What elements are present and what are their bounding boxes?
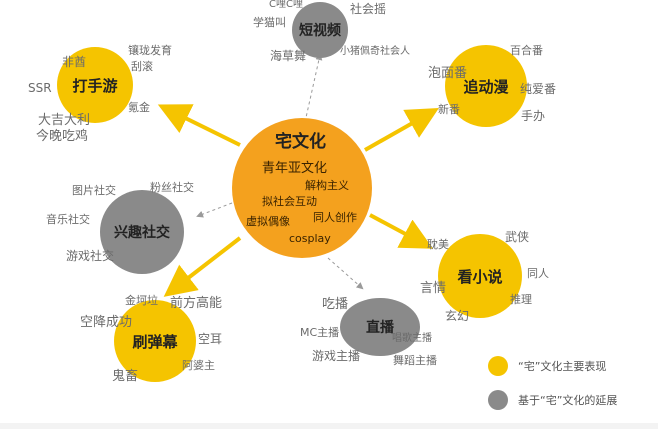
keyword: 粉丝社交 (150, 181, 194, 194)
arrow-to-duanshipin (304, 53, 323, 123)
node-kanxiaoshuo: 看小说 (438, 234, 522, 318)
keyword: 镶珑发育 (128, 44, 172, 57)
center-item: 解构主义 (305, 179, 349, 192)
keyword: 游戏主播 (312, 349, 361, 363)
node-label: 看小说 (457, 267, 503, 286)
node-label: 追动漫 (463, 77, 509, 96)
keyword: C哩C哩 (269, 0, 303, 10)
keyword: 阿婆主 (182, 359, 215, 372)
legend-swatch-extension (488, 390, 508, 410)
keyword: 空降成功 (80, 315, 133, 330)
center-item: cosplay (289, 232, 331, 245)
keyword: 武侠 (505, 230, 530, 244)
keyword: 今晚吃鸡 (36, 129, 89, 144)
node-label: 刷弹幕 (132, 332, 178, 351)
center-item: 青年亚文化 (262, 161, 328, 176)
keyword: 言情 (420, 281, 447, 296)
node-label: 直播 (366, 320, 394, 336)
keyword: 唱歌主播 (392, 333, 432, 344)
node-zhuidongman: 追动漫 (445, 45, 527, 127)
keyword: SSR (28, 81, 52, 95)
keyword: 氪金 (128, 101, 150, 114)
keyword: 社会摇 (350, 2, 387, 16)
keyword: 新番 (438, 103, 460, 116)
bottom-divider (0, 423, 658, 429)
keyword: 前方高能 (170, 296, 223, 311)
keyword: 纯爱番 (520, 82, 557, 96)
keyword: 吃播 (322, 297, 349, 312)
center-node (232, 118, 372, 258)
node-label: 打手游 (72, 76, 118, 95)
keyword: 图片社交 (72, 184, 116, 197)
keyword: 刮滚 (131, 60, 153, 73)
keyword: 百合番 (510, 44, 543, 57)
center-item: 虚拟偶像 (246, 215, 290, 228)
arrow-to-dashouyou (157, 104, 241, 147)
legend-label-extension: 基于“宅”文化的延展 (518, 394, 618, 407)
node-label: 短视频 (299, 23, 341, 39)
arrow-to-zhibo (327, 257, 364, 290)
keyword: 玄幻 (445, 309, 470, 323)
node-shuadanmu: 刷弹幕 (114, 300, 196, 382)
legend-swatch-main (488, 356, 508, 376)
legend-label-main: “宅”文化主要表现 (518, 360, 607, 373)
arrow-to-xingqushejiao (196, 202, 233, 218)
keyword: 非酋 (62, 55, 87, 69)
keyword: 音乐社交 (46, 213, 90, 226)
keyword: 手办 (521, 109, 546, 123)
center-item: 拟社会互动 (262, 195, 317, 208)
arrow-to-kanxiaoshuo (369, 213, 434, 249)
keyword: 金坷垃 (125, 294, 158, 307)
keyword: 游戏社交 (66, 249, 115, 263)
node-zhibo: 直播 (340, 298, 420, 356)
keyword: 海草舞 (270, 49, 307, 63)
keyword: MC主播 (300, 326, 340, 339)
node-dashouyou: 打手游 (57, 47, 133, 123)
node-xingqushejiao: 兴趣社交 (100, 190, 184, 274)
center-item: 同人创作 (313, 211, 357, 224)
keyword: 学猫叫 (253, 16, 286, 29)
keyword: 空耳 (198, 332, 223, 346)
arrow-to-zhuidongman (364, 108, 439, 152)
node-duanshipin: 短视频 (292, 2, 348, 58)
node-label: 兴趣社交 (114, 225, 170, 241)
keyword: 鬼畜 (112, 369, 139, 384)
keyword: 大吉大利 (38, 113, 91, 128)
arrow-to-shuadanmu (163, 236, 242, 297)
keyword: 推理 (510, 293, 532, 306)
center-title: 宅文化 (275, 132, 326, 152)
keyword: 小猪佩奇社会人 (340, 46, 410, 57)
keyword: 耽美 (427, 238, 449, 251)
keyword: 同人 (527, 267, 549, 280)
keyword: 舞蹈主播 (393, 354, 437, 367)
keyword: 泡面番 (428, 66, 468, 81)
